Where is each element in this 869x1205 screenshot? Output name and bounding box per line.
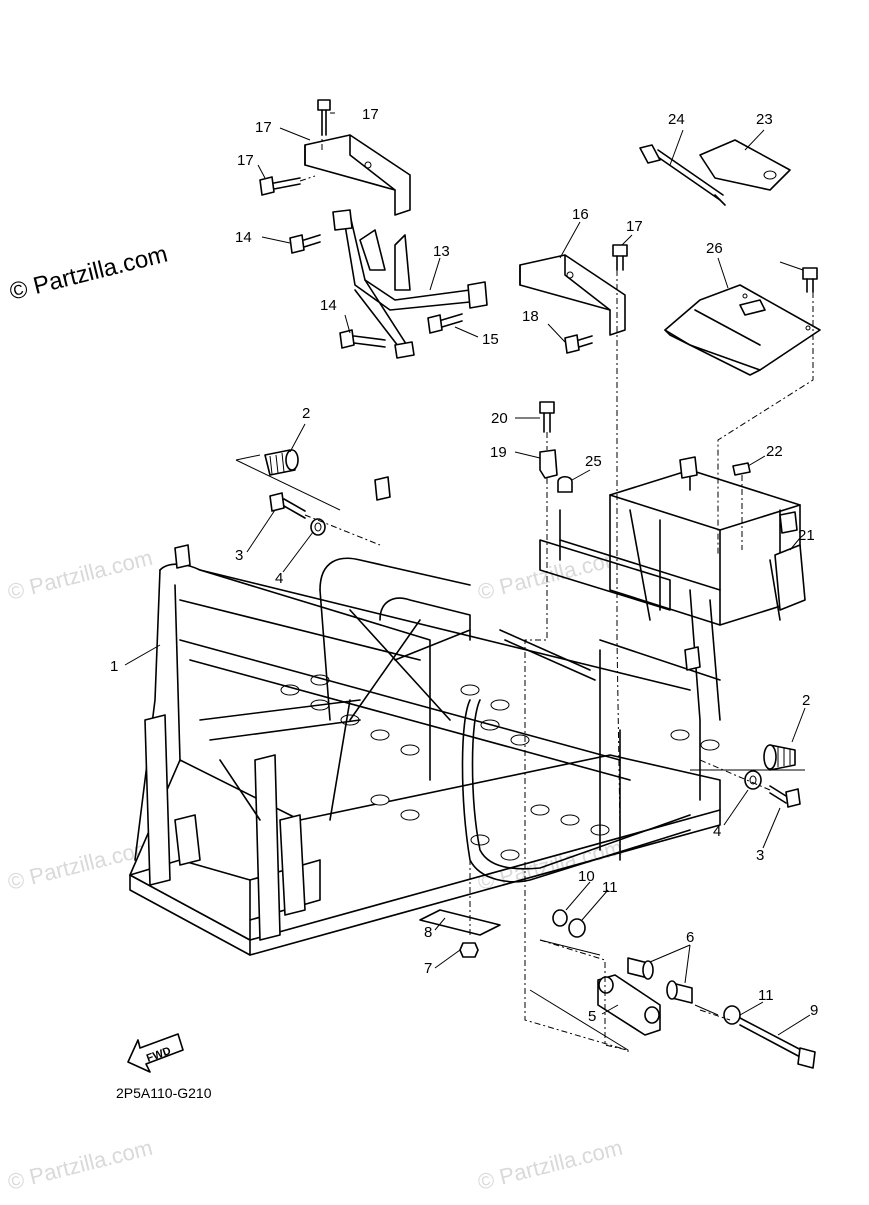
bracket-18 [539,449,558,479]
callout-18: 19 [490,444,507,461]
watermark: © Partzilla.com [5,1135,155,1195]
watermark-main: © Partzilla.com [7,241,170,306]
collar-11-top [568,918,586,938]
callout-22: 23 [756,111,773,128]
callout-13: 14 [320,297,337,314]
callout-4: 4 [275,570,283,587]
bolt-17-lower [564,334,593,354]
callout-7: 7 [424,960,432,977]
callout-19: 20 [491,410,508,427]
callout-20: 21 [798,527,815,544]
main-frame [129,456,801,956]
washer-10 [552,909,568,927]
callout-8: 8 [424,924,432,941]
damper-6-b [666,980,693,1004]
plate-20 [774,544,806,611]
callout-3: 3 [235,547,243,564]
bolt-17-top [317,99,331,136]
plate-8 [419,909,501,936]
callout-14: 14 [235,229,252,246]
bracket-5 [597,974,661,1036]
bolt-19 [539,401,555,433]
bolt-14-left [289,234,321,254]
callout-21: 22 [766,443,783,460]
bolt-26 [802,267,818,293]
callout-24: 25 [585,453,602,470]
callout-4: 4 [713,823,721,840]
bolt-13 [339,329,386,349]
leader-lines [124,112,811,1036]
bolt-3-bottom [769,785,801,808]
callout-11: 11 [758,987,774,1004]
bag-22 [699,139,791,191]
watermarks: © Partzilla.com © Partzilla.com © Partzi… [5,241,625,1195]
fwd-arrow: FWD [127,1033,184,1073]
watermark: © Partzilla.com [5,545,155,605]
callout-15: 16 [572,206,589,223]
bolts [259,99,818,1069]
damper-6-a [627,957,654,980]
callout-9: 9 [810,1002,818,1019]
callout-1: 1 [110,658,118,675]
collar-11-bottom [723,1005,741,1025]
callout-6: 6 [686,929,694,946]
callout-17: 17 [626,218,643,235]
callout-labels: 17 17 17 14 14 13 15 16 17 18 24 23 26 2… [110,106,818,1025]
tool-23 [639,144,726,206]
diagram-code: 2P5A110-G210 [116,1085,212,1101]
nut-7 [459,942,479,958]
bolt-14-right [427,313,463,334]
callout-11: 11 [602,879,618,896]
phantom-lines [299,130,814,1051]
callout-17: 18 [522,308,539,325]
upper-bracket-assembly [304,134,626,359]
damper-2-bottom [763,744,796,771]
callout-17: 17 [362,106,379,123]
collar-4-top [310,518,326,536]
callout-2: 2 [302,405,310,422]
callout-16: 17 [255,119,272,136]
cap-24 [557,475,573,493]
callout-2: 2 [802,692,810,709]
callout-brackets [235,454,805,1052]
callout-10: 10 [578,868,595,885]
callout-23: 24 [668,111,685,128]
damper-2-top [264,449,299,476]
cover-25 [664,284,821,376]
callout-12: 13 [433,243,450,260]
bolt-3-top [269,492,306,519]
watermark: © Partzilla.com [475,1135,625,1195]
callout-14: 15 [482,331,499,348]
bolt-9 [739,1017,816,1069]
label-21 [732,462,751,476]
small-parts [264,139,821,1036]
callout-25: 26 [706,240,723,257]
watermark: © Partzilla.com [5,835,155,895]
callout-3: 3 [756,847,764,864]
callout-5: 5 [588,1008,596,1025]
bolt-17-left [259,176,301,196]
callout-17: 17 [237,152,254,169]
bolt-17-mid [612,244,628,271]
